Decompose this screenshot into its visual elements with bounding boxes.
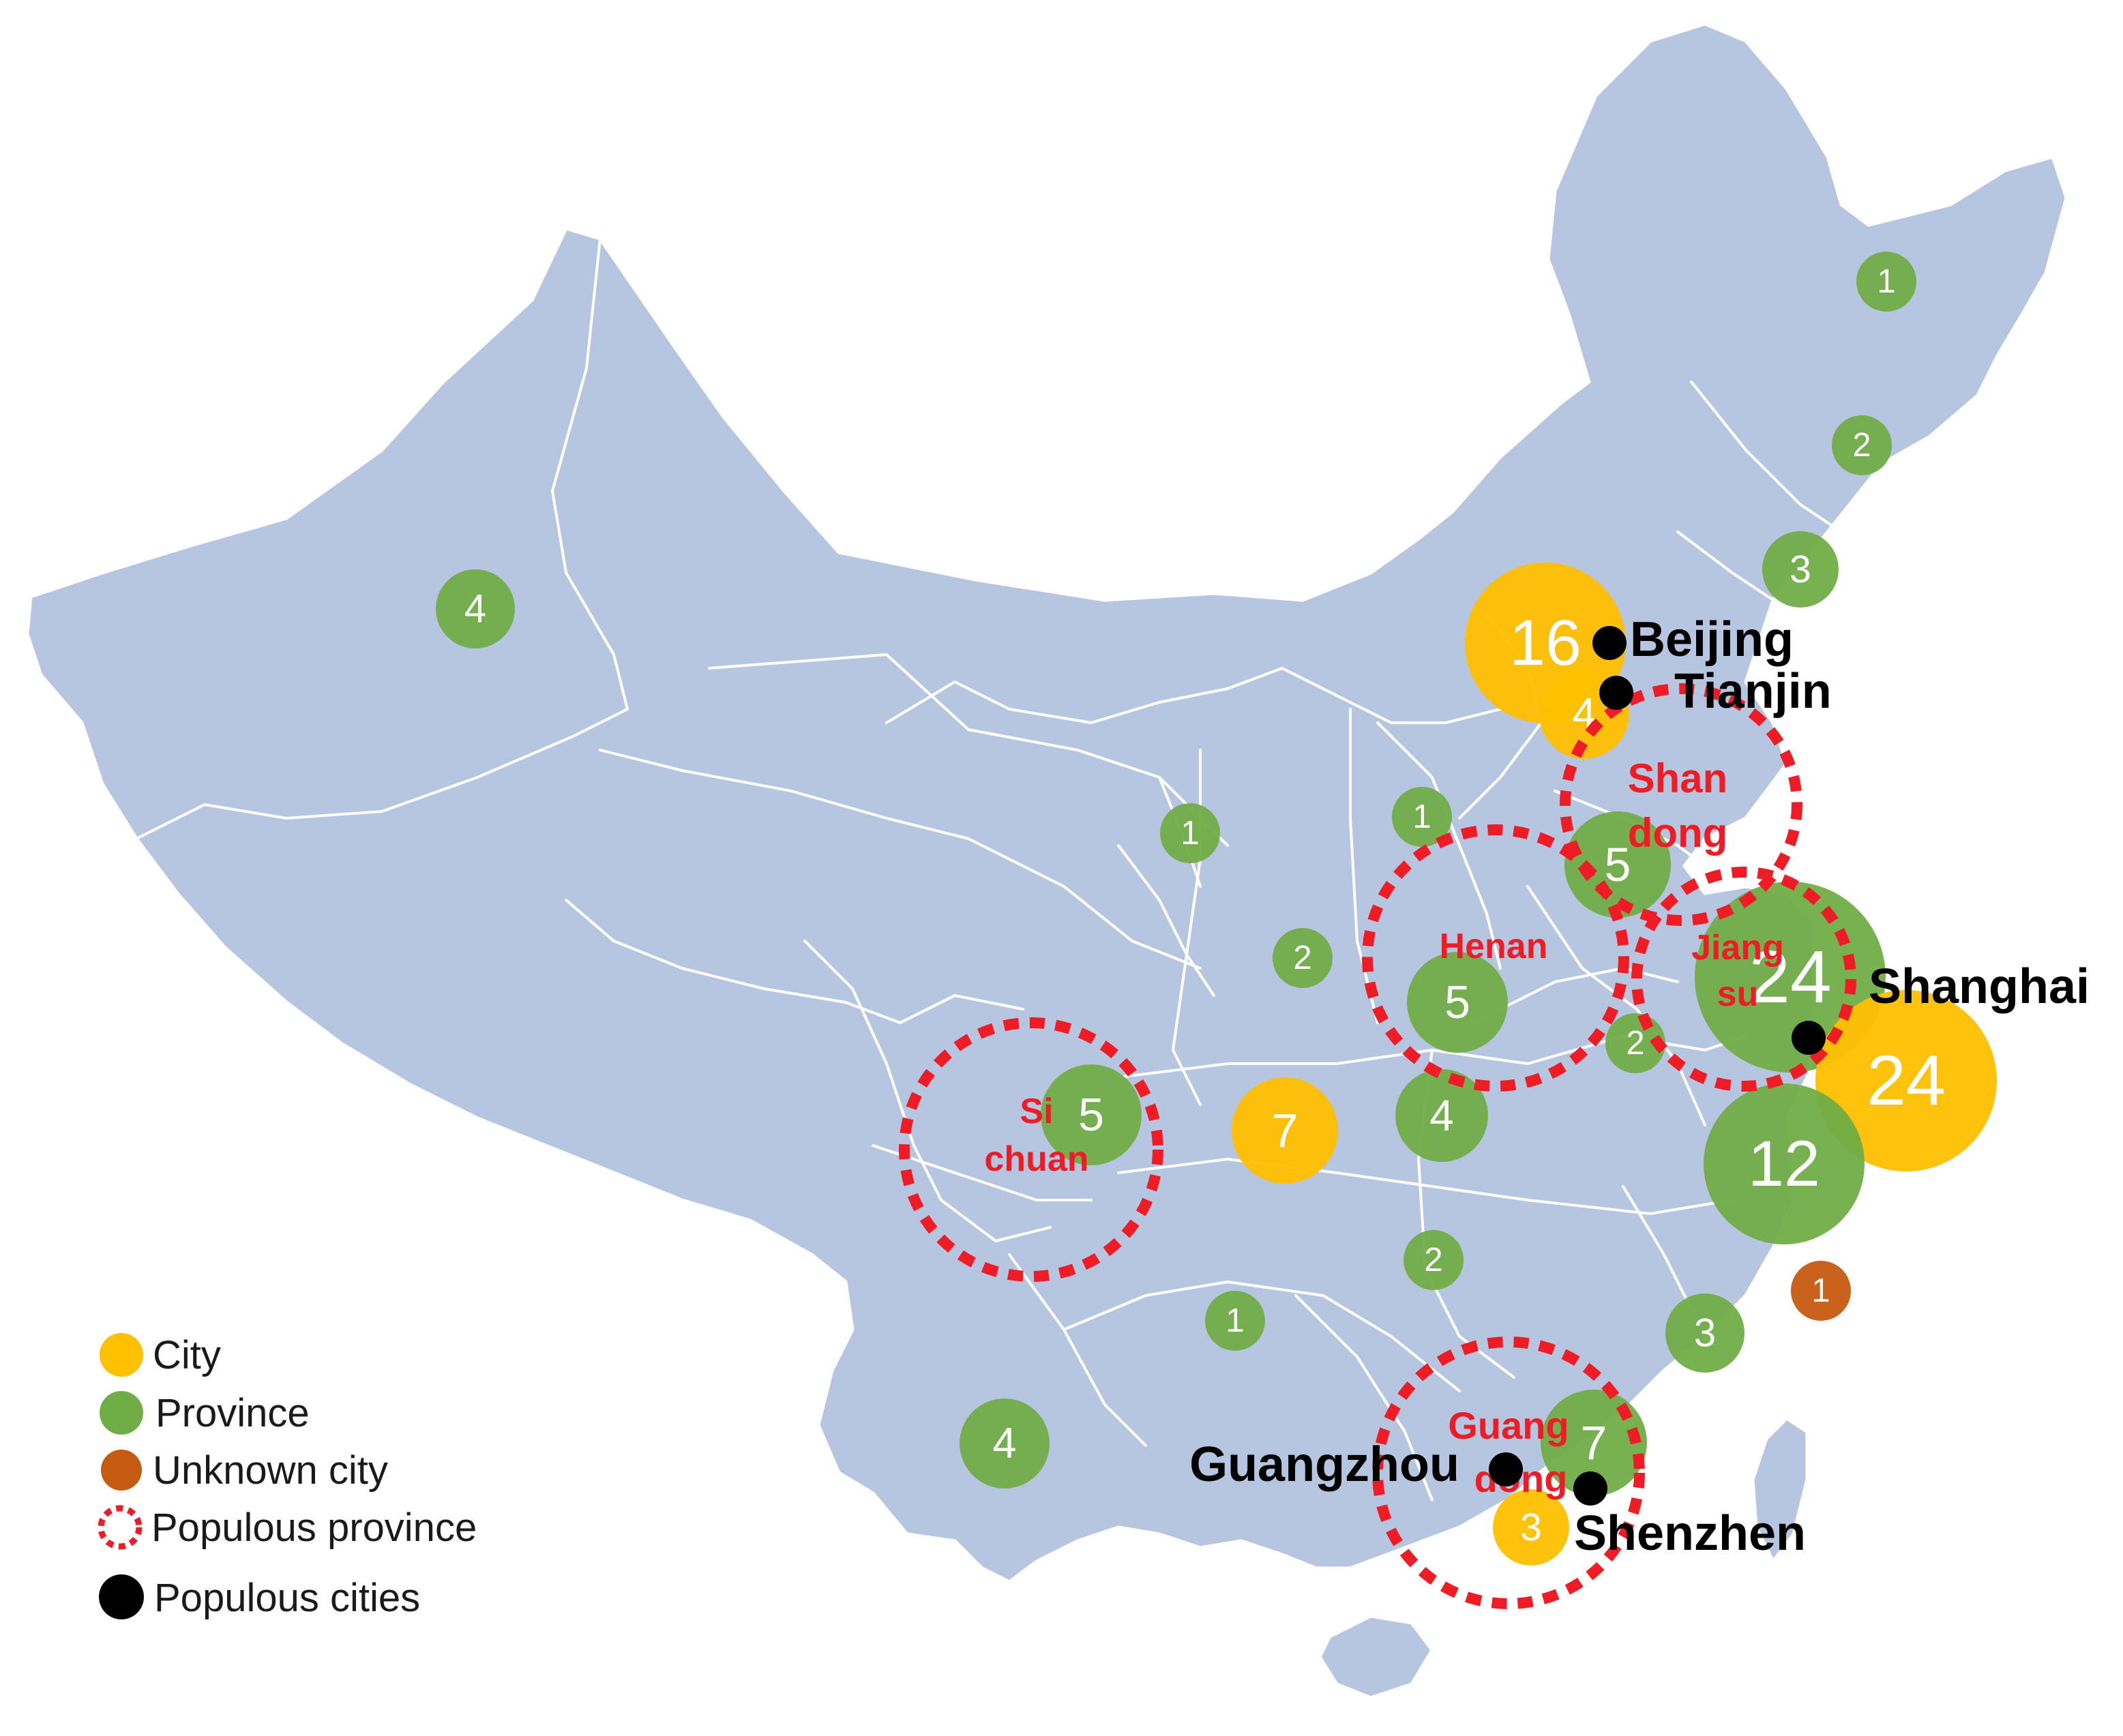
bubble-value-15: 7 [1272, 1104, 1298, 1157]
bubble-value-6: 1 [1181, 815, 1199, 852]
populous-province-ring-guangdong [1372, 1336, 1645, 1609]
bubble-value-12: 2 [1626, 1025, 1644, 1062]
bubble-value-3: 3 [1790, 548, 1811, 591]
bubble-value-20: 1 [1226, 1302, 1244, 1339]
bubble-value-14: 5 [1078, 1089, 1104, 1141]
bubble-value-23: 7 [1581, 1416, 1607, 1469]
bubble-value-11: 24 [1749, 936, 1831, 1019]
populous-province-ring-henan [1362, 824, 1629, 1092]
bubble-province-3 [1762, 531, 1839, 608]
city-label-shanghai: Shanghai [1869, 959, 2090, 1014]
populous-province-ring-jiangsu [1631, 867, 1856, 1092]
hainan-island [1318, 1614, 1434, 1700]
bubble-province-2 [1832, 415, 1892, 475]
bubble-value-19: 2 [1424, 1242, 1442, 1278]
legend: City Province Unknown city Populous prov… [98, 1333, 477, 1620]
bubble-value-2: 2 [1852, 427, 1871, 464]
bubble-value-10: 5 [1444, 976, 1470, 1028]
bubble-province-14 [1041, 1064, 1142, 1165]
bubble-province-19 [1404, 1230, 1464, 1290]
bubble-province-17 [1704, 1083, 1865, 1244]
bubble-province-21 [1665, 1293, 1745, 1373]
bubble-province-1 [1856, 252, 1916, 312]
legend-city-label: City [153, 1333, 221, 1377]
legend-province-label: Province [155, 1391, 310, 1435]
bubble-province-20 [1205, 1291, 1265, 1351]
legend-unknown-city-label: Unknown city [153, 1448, 388, 1493]
legend-populous-cities-label: Populous cities [154, 1576, 420, 1620]
bubble-value-13: 24 [1867, 1041, 1946, 1120]
bubble-value-21: 3 [1694, 1311, 1716, 1356]
legend-unknown-city-swatch [101, 1450, 142, 1491]
populous-province-label-sichuan-0: Si [1020, 1092, 1053, 1131]
populous-province-label-henan-0: Henan [1440, 927, 1548, 966]
legend-province-swatch [100, 1391, 143, 1435]
bubble-value-4: 16 [1509, 607, 1582, 679]
bubble-value-24: 3 [1520, 1506, 1542, 1549]
bubble-value-0: 4 [464, 587, 486, 631]
bubble-province-23 [1541, 1390, 1647, 1496]
populous-province-label-guangdong-0: Guang [1448, 1404, 1569, 1447]
bubble-city-15 [1232, 1077, 1338, 1184]
bubble-city-24 [1493, 1489, 1569, 1566]
legend-populous-province-swatch [98, 1505, 143, 1550]
bubble-value-22: 4 [992, 1420, 1016, 1467]
legend-populous-cities-swatch [99, 1574, 144, 1619]
bubble-value-9: 2 [1293, 940, 1311, 976]
populous-province-label-jiangsu-0: Jiang [1691, 928, 1784, 968]
populous-province-label-shandong-1: dong [1628, 810, 1728, 856]
bubble-value-1: 1 [1877, 263, 1895, 300]
populous-province-ring-sichuan [899, 1017, 1163, 1282]
bubble-value-17: 12 [1748, 1128, 1820, 1200]
populous-province-label-jiangsu-1: su [1717, 974, 1759, 1014]
bubble-province-22 [960, 1398, 1050, 1488]
legend-populous-province-label: Populous province [151, 1506, 477, 1550]
city-label-guangzhou: Guangzhou [1189, 1437, 1459, 1492]
bubble-value-16: 4 [1429, 1091, 1454, 1140]
bubble-province-10 [1407, 952, 1508, 1053]
populous-province-label-shandong-0: Shan [1628, 755, 1728, 801]
populous-city-dot-tianjin [1599, 676, 1633, 710]
city-label-shenzhen: Shenzhen [1574, 1506, 1806, 1561]
china-landmass [25, 22, 2068, 1584]
populous-city-dot-beijing [1592, 626, 1627, 660]
bubble-city-13 [1815, 990, 1997, 1171]
populous-city-dot-shenzhen [1573, 1471, 1607, 1506]
bubble-province-16 [1395, 1069, 1488, 1162]
bubble-province-8 [1564, 811, 1671, 918]
bubble-unknown_city-18 [1791, 1261, 1851, 1321]
taiwan-island [1751, 1416, 1809, 1563]
city-label-beijing: Beijing [1630, 612, 1794, 667]
bubble-value-18: 1 [1811, 1272, 1830, 1309]
bubble-province-7 [1392, 787, 1452, 847]
bubble-province-12 [1605, 1013, 1665, 1073]
populous-province-label-sichuan-1: chuan [984, 1139, 1088, 1179]
populous-city-dot-guangzhou [1489, 1452, 1523, 1486]
bubble-value-7: 1 [1412, 798, 1431, 835]
bubble-province-0 [436, 569, 515, 648]
populous-city-dot-shanghai [1792, 1021, 1826, 1055]
legend-city-swatch [100, 1333, 143, 1377]
populous-province-ring-shandong [1560, 683, 1802, 926]
bubble-value-8: 5 [1605, 838, 1631, 891]
bubble-province-6 [1160, 803, 1220, 863]
city-label-tianjin: Tianjin [1674, 664, 1832, 719]
bubble-province-9 [1273, 928, 1333, 988]
